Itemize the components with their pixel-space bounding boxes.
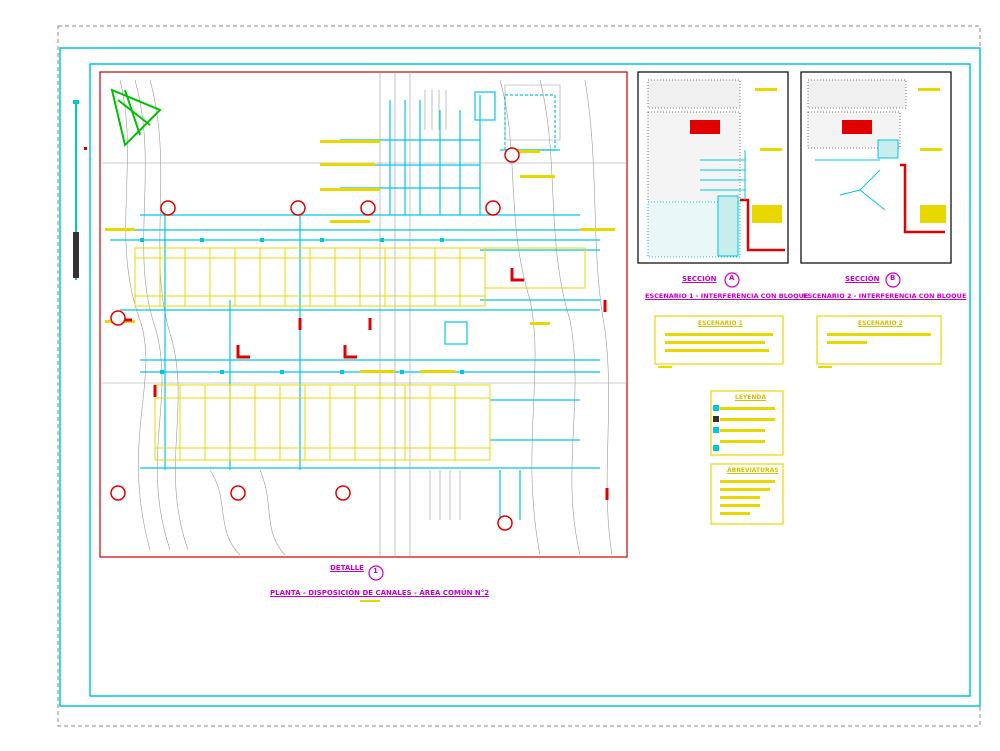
orientation-symbol (110, 88, 162, 147)
section-a-number: A (729, 274, 735, 282)
upper-block (134, 247, 586, 307)
section-b-label: SECCIÓN (845, 275, 880, 283)
red-markers (120, 268, 609, 500)
section-title-symbols (368, 272, 901, 581)
detail-number: 1 (373, 567, 378, 575)
section-b-view (800, 71, 952, 264)
device-markers (140, 238, 464, 374)
terrain-contours (100, 72, 627, 557)
note-boxes (654, 315, 942, 525)
lower-block (154, 384, 491, 461)
plan-annotations (105, 140, 615, 373)
scale-bar (73, 100, 87, 280)
plan-view (99, 71, 628, 558)
detail-label: DETALLE (330, 564, 364, 572)
abbreviations-title: ABREVIATURAS (727, 467, 779, 474)
outer-frame (59, 47, 981, 707)
pipe-network (110, 91, 600, 520)
plan-border (99, 71, 628, 558)
page-boundary (57, 25, 981, 727)
note-2-title: ESCENARIO 2 (858, 320, 903, 327)
inner-frame (89, 63, 971, 697)
section-a-view (637, 71, 789, 264)
legend-symbols (713, 405, 719, 451)
section-b-number: B (890, 274, 896, 282)
section-a-title: ESCENARIO 1 - INTERFERENCIA CON BLOQUE (645, 292, 809, 300)
section-callouts (110, 147, 520, 531)
legend-title: LEYENDA (735, 394, 767, 401)
section-a-label: SECCIÓN (682, 275, 717, 283)
note-box-lines (360, 333, 931, 602)
note-1-title: ESCENARIO 1 (698, 320, 743, 327)
section-b-title: ESCENARIO 2 - INTERFERENCIA CON BLOQUE (803, 292, 967, 300)
plan-title: PLANTA - DISPOSICIÓN DE CANALES - ÁREA C… (270, 589, 490, 597)
